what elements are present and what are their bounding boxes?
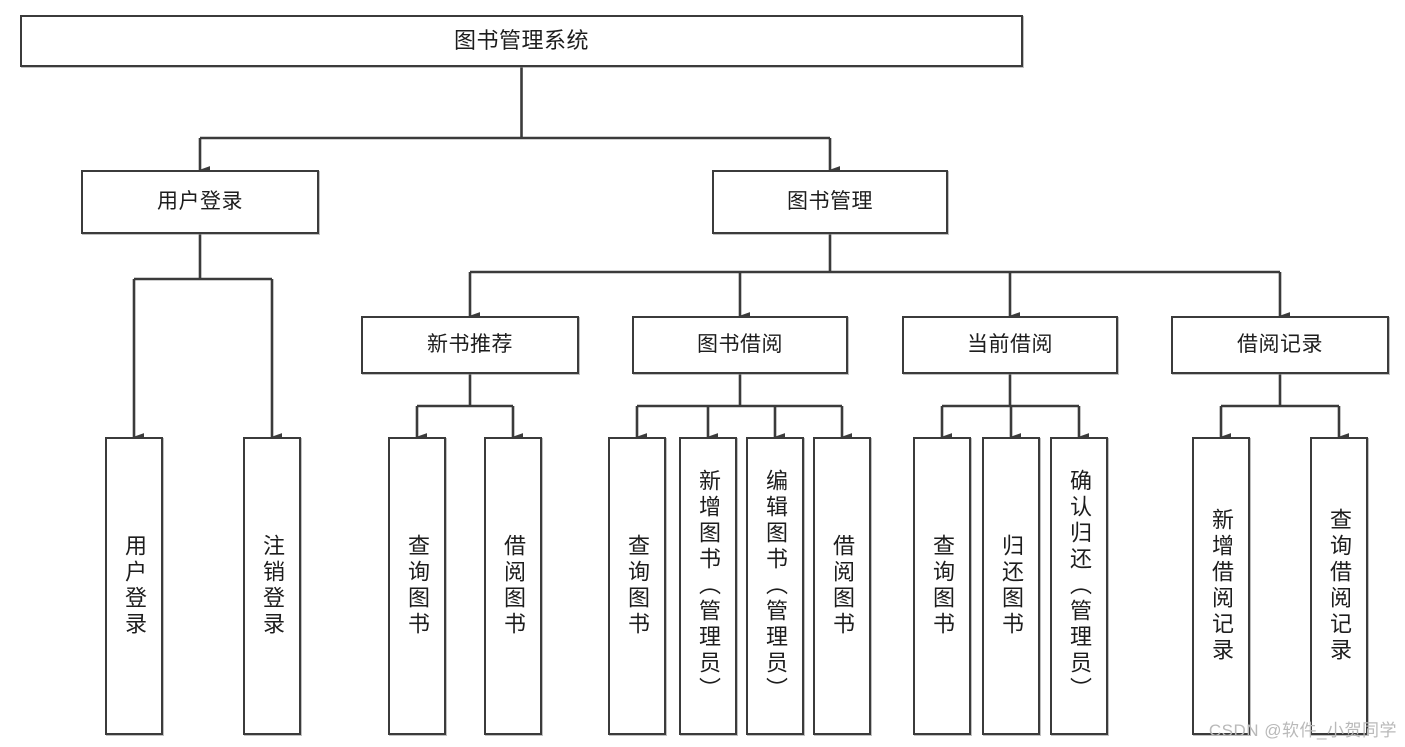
node-label: 新增图书（管理员）: [696, 469, 721, 703]
node-leaf-5[interactable]: 查询图书: [608, 437, 666, 735]
node-label: 借阅记录: [1237, 333, 1323, 357]
node-borrow[interactable]: 图书借阅: [632, 316, 848, 374]
node-leaf-10[interactable]: 归还图书: [982, 437, 1040, 735]
node-label: 图书借阅: [697, 333, 783, 357]
node-label: 新增借阅记录: [1209, 508, 1234, 664]
node-leaf-9[interactable]: 查询图书: [913, 437, 971, 735]
node-label: 用户登录: [157, 190, 243, 214]
node-current[interactable]: 当前借阅: [902, 316, 1118, 374]
node-root[interactable]: 图书管理系统: [20, 15, 1023, 67]
node-records[interactable]: 借阅记录: [1171, 316, 1389, 374]
node-leaf-8[interactable]: 借阅图书: [813, 437, 871, 735]
node-leaf-6[interactable]: 新增图书（管理员）: [679, 437, 737, 735]
node-leaf-7[interactable]: 编辑图书（管理员）: [746, 437, 804, 735]
node-leaf-13[interactable]: 查询借阅记录: [1310, 437, 1368, 735]
node-leaf-11[interactable]: 确认归还（管理员）: [1050, 437, 1108, 735]
node-label: 用户登录: [122, 534, 147, 638]
node-label: 注销登录: [260, 534, 285, 638]
node-leaf-1[interactable]: 用户登录: [105, 437, 163, 735]
node-label: 当前借阅: [967, 333, 1053, 357]
node-label: 图书管理系统: [453, 27, 589, 53]
node-label: 图书管理: [787, 190, 873, 214]
node-bookmgmt[interactable]: 图书管理: [712, 170, 948, 234]
node-label: 查询图书: [625, 534, 650, 638]
node-label: 查询图书: [930, 534, 955, 638]
node-newbook[interactable]: 新书推荐: [361, 316, 579, 374]
node-label: 确认归还（管理员）: [1067, 469, 1092, 703]
node-label: 查询图书: [405, 534, 430, 638]
node-label: 编辑图书（管理员）: [763, 469, 788, 703]
node-leaf-4[interactable]: 借阅图书: [484, 437, 542, 735]
node-label: 借阅图书: [830, 534, 855, 638]
node-label: 借阅图书: [501, 534, 526, 638]
node-leaf-12[interactable]: 新增借阅记录: [1192, 437, 1250, 735]
node-label: 新书推荐: [427, 333, 513, 357]
node-label: 归还图书: [999, 534, 1024, 638]
node-label: 查询借阅记录: [1327, 508, 1352, 664]
watermark-text: CSDN @软件_小贺同学: [1208, 721, 1397, 740]
node-login[interactable]: 用户登录: [81, 170, 319, 234]
node-leaf-2[interactable]: 注销登录: [243, 437, 301, 735]
node-leaf-3[interactable]: 查询图书: [388, 437, 446, 735]
